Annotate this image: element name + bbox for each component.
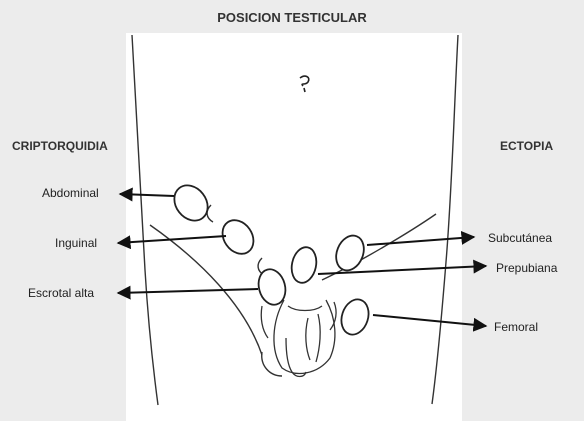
label-inguinal: Inguinal [55,236,97,250]
label-escrotal-alta: Escrotal alta [28,286,94,300]
drawing-panel [126,33,462,421]
heading-ectopia: ECTOPIA [500,139,553,153]
label-abdominal: Abdominal [42,186,99,200]
label-subcutanea: Subcutánea [488,231,552,245]
heading-criptorquidia: CRIPTORQUIDIA [12,139,108,153]
label-prepubiana: Prepubiana [496,261,557,275]
label-femoral: Femoral [494,320,538,334]
diagram-title: POSICION TESTICULAR [0,10,584,25]
